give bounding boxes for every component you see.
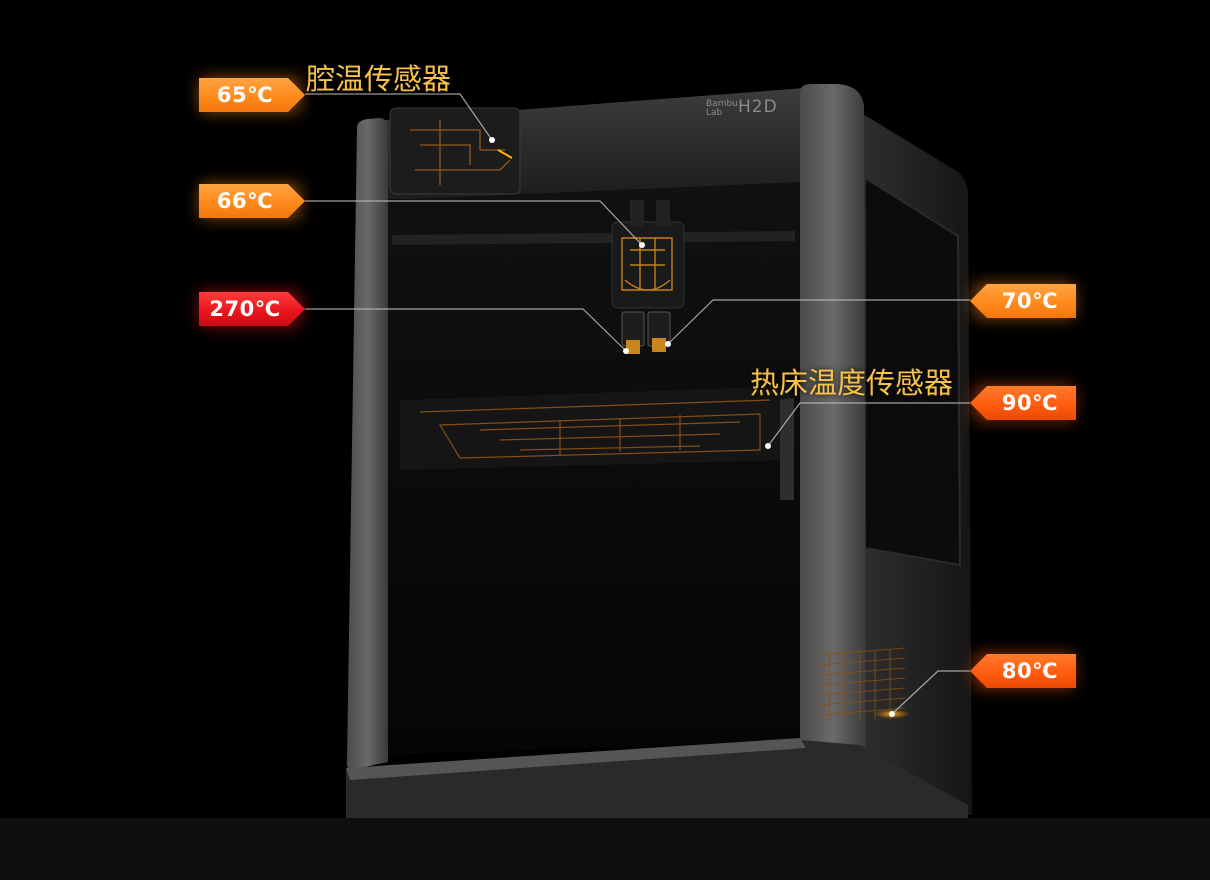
brand-maker-line1: Bambu (706, 99, 738, 109)
electronics-vent (819, 647, 906, 720)
temp-tag-heatbed: 90℃ (970, 386, 1076, 420)
temp-tag-toolhead: 66℃ (199, 184, 305, 218)
temp-tag-left-nozzle: 270℃ (199, 292, 305, 326)
gantry-rail (391, 231, 796, 245)
chamber-sensor-trace (410, 120, 511, 185)
left-pillar (346, 118, 388, 770)
right-pillar (800, 84, 866, 810)
footer-band (0, 818, 1210, 880)
leader-dots (489, 137, 895, 717)
side-window (864, 176, 962, 567)
brand-model: H2D (738, 97, 778, 117)
front-glass (388, 182, 800, 755)
temp-tag-chamber: 65℃ (199, 78, 305, 112)
heatbed-frame (400, 386, 790, 470)
brand-maker: Bambu Lab (706, 100, 738, 118)
temp-tag-electronics: 80℃ (970, 654, 1076, 688)
chamber-sensor-label: 腔温传感器 (306, 62, 452, 96)
temp-tag-right-nozzle: 70℃ (970, 284, 1076, 318)
printer-base (346, 740, 968, 818)
printer-base-lip (346, 738, 806, 780)
leader-lines (305, 93, 970, 715)
brand-maker-line2: Lab (706, 108, 723, 118)
heatbed-traces (419, 399, 771, 459)
toolhead (611, 200, 685, 354)
heatbed-sensor-label: 热床温度传感器 (750, 366, 954, 400)
